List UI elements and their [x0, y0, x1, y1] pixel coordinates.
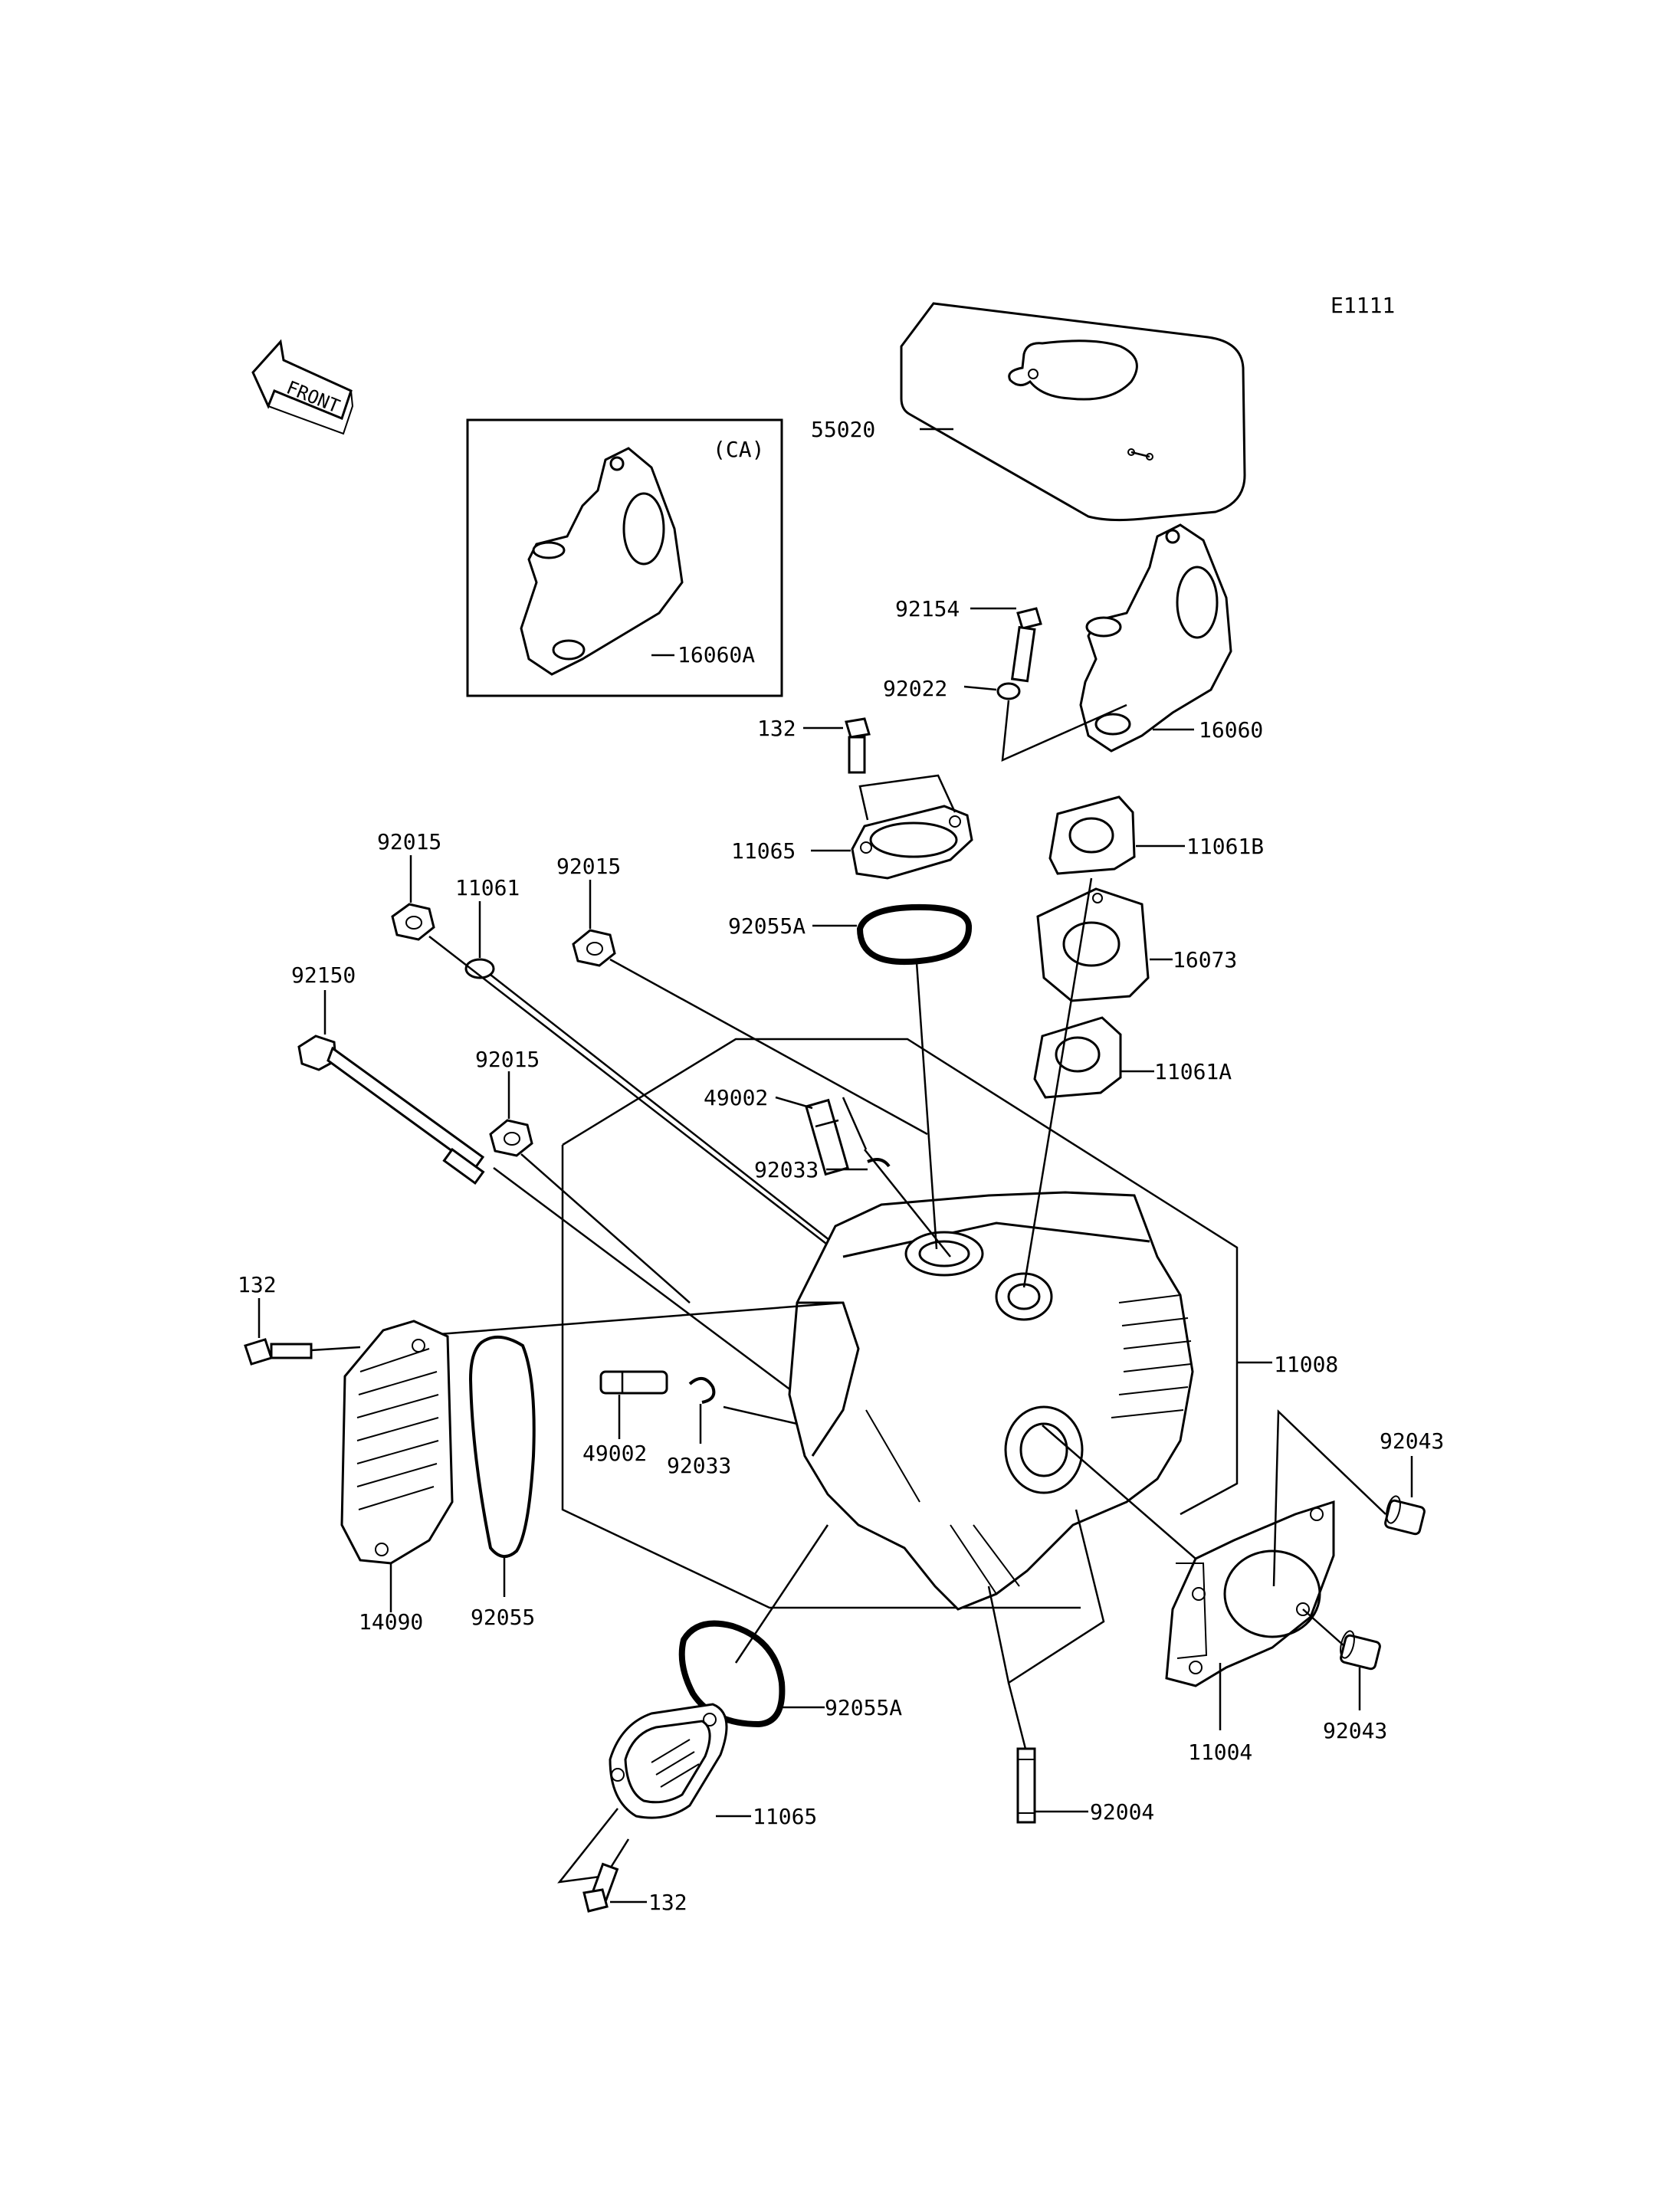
- label-92055: 92055: [471, 1605, 535, 1630]
- stud-92004-drawing: [1016, 1747, 1036, 1824]
- label-92154: 92154: [895, 596, 960, 621]
- label-49002-bot: 49002: [582, 1441, 647, 1466]
- label-132-top: 132: [757, 716, 796, 741]
- washer-92022-drawing: [996, 682, 1021, 700]
- label-11065-top: 11065: [731, 838, 796, 864]
- nut-92015-b-drawing: [572, 929, 616, 967]
- manifold-16060a-drawing: [520, 447, 684, 676]
- nut-92015-a-drawing: [391, 903, 435, 941]
- ring-92055a-bottom-drawing: [678, 1620, 786, 1728]
- label-92055a-bot: 92055A: [825, 1695, 902, 1720]
- diagram-code: E1111: [1331, 293, 1395, 318]
- label-92004: 92004: [1090, 1799, 1154, 1825]
- label-11061a: 11061A: [1154, 1059, 1232, 1084]
- label-11061: 11061: [455, 875, 520, 900]
- label-92150: 92150: [291, 962, 356, 988]
- gasket-11004-drawing: [1165, 1500, 1335, 1687]
- label-11008: 11008: [1274, 1352, 1338, 1377]
- label-92015-a: 92015: [377, 829, 441, 854]
- bolt-132-top-drawing: [845, 717, 871, 774]
- label-92015-c: 92015: [475, 1047, 540, 1072]
- bolt-92154-drawing: [1010, 607, 1042, 683]
- insulator-16073-drawing: [1036, 887, 1150, 1002]
- label-55020: 55020: [811, 417, 875, 442]
- label-92043-b: 92043: [1323, 1718, 1387, 1743]
- inset-label: (CA): [713, 437, 764, 462]
- dowel-92043-a-drawing: [1384, 1495, 1426, 1536]
- washer-11061-drawing: [464, 958, 495, 979]
- label-92043-a: 92043: [1380, 1428, 1444, 1454]
- label-11004: 11004: [1188, 1740, 1252, 1765]
- ring-92055a-top-drawing: [856, 903, 973, 965]
- gasket-11061a-drawing: [1033, 1016, 1122, 1099]
- label-11065-bot: 11065: [753, 1804, 817, 1829]
- label-92033-bot: 92033: [667, 1453, 731, 1478]
- bolt-132-bottom-drawing: [582, 1862, 619, 1913]
- inset-ca-box: (CA) 16060A: [466, 418, 783, 697]
- clip-92033-bottom-drawing: [688, 1377, 716, 1404]
- dowel-92043-b-drawing: [1340, 1630, 1381, 1671]
- label-16060a: 16060A: [678, 642, 755, 667]
- label-14090: 14090: [359, 1609, 423, 1635]
- label-16060: 16060: [1199, 717, 1263, 743]
- label-92033-top: 92033: [754, 1157, 819, 1182]
- cover-14090-drawing: [340, 1320, 454, 1565]
- manifold-16060-drawing: [1079, 523, 1232, 753]
- label-92022: 92022: [883, 676, 947, 701]
- label-132-left: 132: [238, 1272, 277, 1297]
- gasket-55020-drawing: [900, 302, 1246, 522]
- lifter-49002-bottom-drawing: [599, 1370, 668, 1395]
- label-92015-b: 92015: [556, 854, 621, 879]
- lifter-49002-top-drawing: [805, 1098, 849, 1176]
- gasket-11061b-drawing: [1048, 795, 1136, 875]
- label-11061b: 11061B: [1186, 834, 1264, 859]
- label-132-bot: 132: [648, 1890, 687, 1915]
- label-92055a-top: 92055A: [728, 913, 806, 939]
- clip-92033-top-drawing: [867, 1158, 891, 1168]
- cap-11065-bottom-drawing: [609, 1703, 728, 1819]
- front-arrow-icon: FRONT: [251, 339, 354, 435]
- nut-92015-c-drawing: [489, 1119, 533, 1157]
- stud-92150-drawing: [297, 1035, 485, 1185]
- label-16073: 16073: [1173, 947, 1237, 972]
- cap-11065-top-drawing: [851, 805, 973, 880]
- cylinder-head-11008-drawing: [788, 1191, 1194, 1611]
- gasket-92055-drawing: [468, 1336, 536, 1558]
- bolt-132-left-drawing: [244, 1338, 313, 1366]
- label-49002-top: 49002: [704, 1085, 768, 1110]
